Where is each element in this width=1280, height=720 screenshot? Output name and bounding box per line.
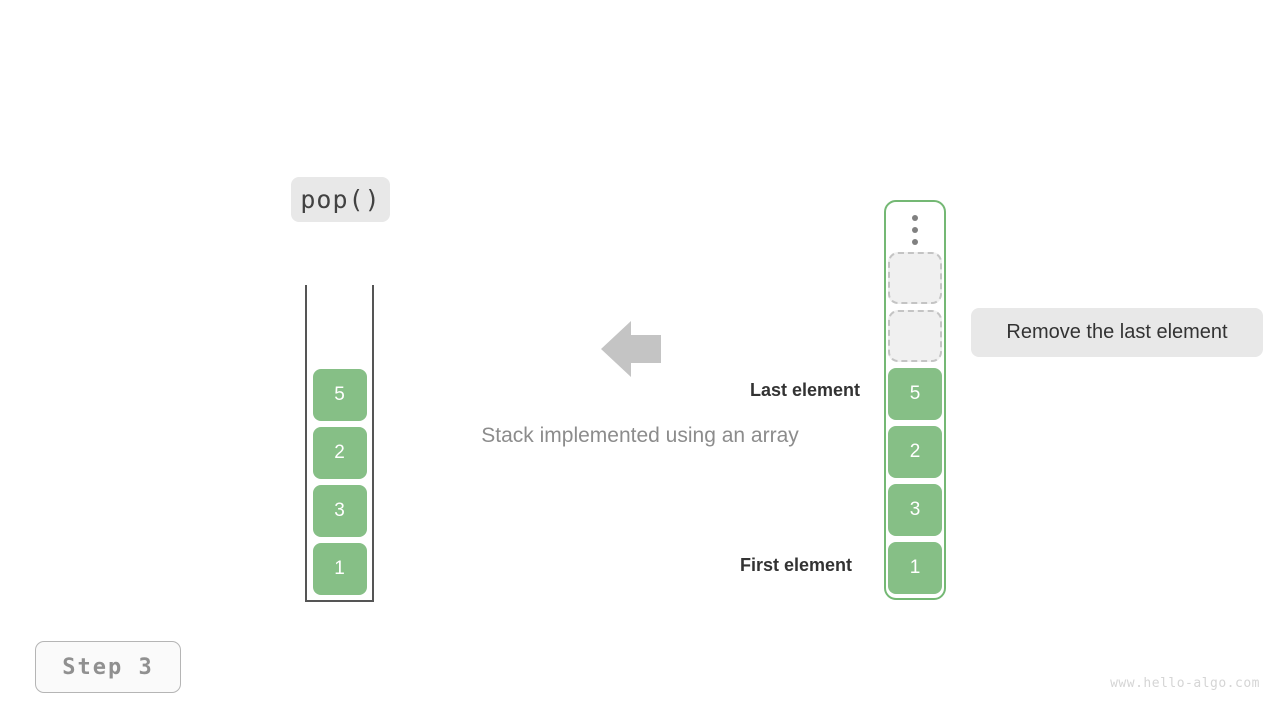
array-cell: 2 [888, 426, 942, 478]
stack-cell: 1 [312, 543, 367, 595]
ellipsis-dot [912, 227, 918, 233]
caption-text: Stack implemented using an array [481, 424, 799, 447]
abstract-stack-container: 5 2 3 1 [305, 285, 374, 602]
ellipsis-dot [912, 239, 918, 245]
caption: Stack implemented using an array [0, 424, 1280, 448]
abstract-stack-cells: 5 2 3 1 [307, 369, 372, 595]
array-cell: 3 [888, 484, 942, 536]
array-slots: 5 2 3 1 [888, 252, 942, 594]
watermark: www.hello-algo.com [1110, 676, 1260, 691]
stack-cell: 5 [312, 369, 367, 421]
step-badge: Step 3 [35, 641, 181, 693]
ellipsis-dot [912, 215, 918, 221]
array-empty-slot [888, 252, 942, 304]
array-cell: 1 [888, 542, 942, 594]
array-container: 5 2 3 1 [884, 200, 946, 600]
arrow-left-icon [601, 318, 661, 380]
array-empty-slot [888, 310, 942, 362]
stack-cell: 3 [312, 485, 367, 537]
annotation-last-element: Last element [749, 380, 860, 400]
array-cell: 5 [888, 368, 942, 420]
stack-cell: 2 [312, 427, 367, 479]
operation-label: pop() [291, 177, 390, 222]
vertical-ellipsis-icon [912, 215, 918, 245]
note-badge: Remove the last element [971, 308, 1263, 357]
annotation-first-element: First element [739, 555, 852, 575]
